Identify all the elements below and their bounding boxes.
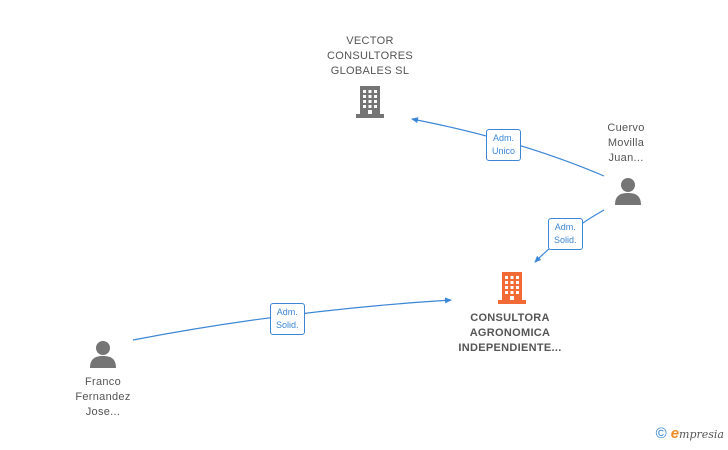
node-label-line: AGRONOMICA — [469, 327, 551, 339]
node-label-line: Franco — [84, 376, 122, 388]
copyright-icon: © — [655, 425, 667, 442]
node-label-line: VECTOR — [346, 35, 394, 47]
person-icon[interactable] — [613, 176, 643, 206]
node-label-line: Juan... — [608, 152, 644, 164]
edge-label-adm-unico[interactable]: Adm. Unico — [486, 129, 522, 161]
node-label-line: CONSULTORES — [326, 50, 414, 62]
node-label-line: INDEPENDIENTE... — [458, 342, 562, 354]
company-building-icon-highlighted[interactable] — [496, 270, 528, 306]
brand-initial: e — [670, 425, 680, 442]
node-label-line: Fernandez — [75, 391, 131, 403]
edge-label-line: Solid. — [554, 235, 577, 245]
empresia-watermark: ©empresia — [656, 425, 724, 442]
brand-name: mpresia — [679, 428, 724, 441]
edge-label-line: Adm. — [554, 222, 576, 232]
node-label-line: Movilla — [607, 137, 645, 149]
edge-label-adm-solid-franco[interactable]: Adm. Solid. — [270, 303, 305, 335]
node-label-line: Cuervo — [607, 122, 645, 134]
node-label-vector[interactable]: VECTOR CONSULTORES GLOBALES SL — [300, 34, 440, 79]
company-building-icon[interactable] — [354, 84, 386, 120]
edge-label-line: Solid. — [276, 320, 299, 330]
person-icon[interactable] — [88, 339, 118, 369]
node-label-line: Jose... — [85, 406, 121, 418]
edge-label-line: Adm. — [493, 133, 515, 143]
edge-label-line: Unico — [492, 146, 516, 156]
edge-label-line: Adm. — [276, 307, 298, 317]
node-label-cuervo[interactable]: Cuervo Movilla Juan... — [586, 121, 666, 166]
node-label-consultora[interactable]: CONSULTORA AGRONOMICA INDEPENDIENTE... — [430, 311, 590, 356]
node-label-line: CONSULTORA — [470, 312, 550, 324]
edge-label-adm-solid-cuervo[interactable]: Adm. Solid. — [548, 218, 583, 250]
node-label-franco[interactable]: Franco Fernandez Jose... — [61, 375, 145, 420]
node-label-line: GLOBALES SL — [330, 65, 410, 77]
